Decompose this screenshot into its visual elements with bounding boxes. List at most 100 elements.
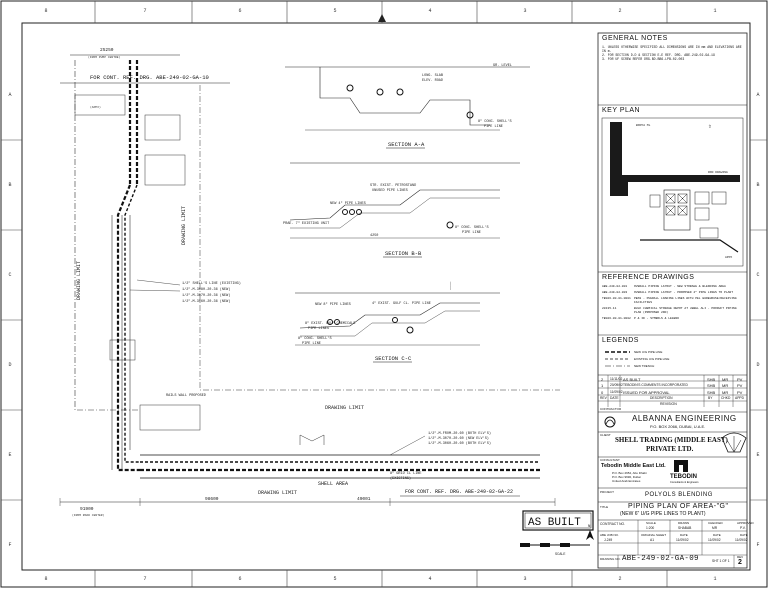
north-label: N: [588, 525, 591, 529]
plan-ref-bottom: FOR CONT. REF. DRG. ABE-249-02-GA-22: [405, 489, 513, 495]
general-note-line: 1. UNLESS OTHERWISE SPECIFIED ALL DIMENS…: [602, 45, 742, 53]
rev-cell: AS BUILT: [623, 377, 641, 382]
grid-col-top: 4: [428, 8, 431, 14]
sec-c-label: 8" EXIST. GULF CHEMICALS: [305, 321, 355, 326]
tebodin-logo-text: TEBODIN: [670, 474, 697, 480]
svg-text:────: ────: [450, 281, 454, 291]
rev-cell: 2: [601, 377, 604, 382]
grid-labels: 8 7 6 5 4 3 2 1 8 7 6 5 4 3 2 1 A B C D …: [8, 8, 759, 582]
plan-ref-top: FOR CONT. REF. DRG. ABE-249-02-GA-10: [90, 74, 209, 81]
grid-col-top: 6: [238, 8, 241, 14]
legend-lines: [605, 351, 630, 367]
sec-c-label: 8" CONC. SHELL'S: [298, 336, 332, 341]
grid-col-bottom: 5: [333, 576, 336, 582]
grid-col-top: 1: [713, 8, 716, 14]
rev-cell: PV: [737, 377, 743, 382]
scale-value: 1:200: [646, 526, 655, 530]
contractor-label: CONTRACTOR: [600, 407, 622, 411]
sec-c-label: 4" EXIST. GULF CL. PIPE LINE: [372, 301, 431, 306]
rev-cell: 0: [601, 390, 604, 395]
key-plan-drawing: BONYA ML ROD DRAWING APPX ⇧: [601, 117, 744, 267]
pipe-note: 1/2" SHELL'S LINE (EXISTING): [182, 281, 241, 286]
rev-cell: 1: [601, 383, 604, 388]
bottom-note: 1/2"-M-3060-20-60 (BOTH ELV'S): [428, 441, 491, 446]
sec-a-label: 8" CONC. SHELL'S: [478, 119, 512, 124]
general-note-line: 3. FOR UF SCREW REFER DRG.BD.BB6-LPB-02-…: [602, 57, 685, 61]
rev-cell: 11/09/02: [610, 390, 623, 394]
sec-c-label: PIPE LINES: [308, 327, 329, 331]
approved-value: P.V.: [740, 526, 746, 530]
rev-cell: 20/09/02: [610, 383, 623, 387]
pipe-note: 1/2"-M-3080-20-36 (NEW): [182, 287, 230, 292]
client-label: CLIENT: [600, 433, 611, 437]
rev-cell: ISSUED FOR APPROVAL: [623, 390, 670, 395]
grid-col-bottom: 4: [428, 576, 431, 582]
section-a-a: LONG. SLAB ELEV. ROAD 8" CONC. SHELL'S P…: [285, 64, 530, 149]
title-block-grid: [598, 520, 747, 568]
grid-col-top: 8: [44, 8, 47, 14]
reference-drawings-title: REFERENCE DRAWINGS: [602, 274, 695, 281]
rev-cell: SHB: [707, 390, 716, 395]
grid-col-bottom: 1: [713, 576, 716, 582]
grid-col-top: 5: [333, 8, 336, 14]
approved-label: APPROVED: [737, 521, 754, 525]
legend-item: NEW TRENCH: [634, 364, 655, 368]
key-plan-label: APPX: [725, 256, 732, 259]
rev-label: REV: [737, 555, 744, 559]
date-label: DATE: [740, 533, 748, 537]
plan-dim-top-sub: (FROM PUMP CENTRE): [88, 55, 121, 59]
legends-title: LEGENDS: [602, 337, 639, 344]
sec-a-label: PIPE LINE: [484, 125, 503, 129]
sec-a-label: GR. LEVEL: [493, 64, 512, 68]
key-plan-label: ROD DRAWING: [708, 171, 728, 174]
grid-row-right: E: [756, 452, 759, 458]
grid-row-left: F: [8, 542, 11, 548]
date-label: DATE: [713, 533, 721, 537]
drawn-value: SHABAB: [678, 526, 692, 530]
rev-cell: SHB: [707, 383, 716, 388]
drawing-no-label: DRAWING NO.: [600, 557, 621, 561]
bottom-note: 8" GRID CL LINE: [390, 471, 422, 476]
general-notes-title: GENERAL NOTES: [602, 35, 668, 42]
tebodin-logo-sub: Consultants & Engineers: [670, 481, 699, 484]
key-plan-north-icon: ⇧: [708, 123, 712, 130]
consultant-addr: P.O. Box 2652, Abu Dhabi: [612, 471, 647, 475]
abe-job-label: ABE JOB NO.: [600, 533, 619, 537]
grid-row-right: A: [756, 92, 759, 98]
date-value: 11/09/02: [735, 538, 748, 542]
abe-job-value: J-249: [604, 538, 613, 542]
albanna-logo-icon: [604, 416, 616, 428]
drawing-subtitle: (NEW 6" U/G PIPE LINES TO PLANT): [620, 511, 706, 517]
date-label: DATE: [680, 533, 688, 537]
bottom-note: (EXISTING): [390, 476, 411, 481]
grid-row-right: D: [756, 362, 759, 368]
date-value: 11/09/02: [708, 538, 721, 542]
grid-col-bottom: 3: [523, 576, 526, 582]
grid-col-bottom: 8: [44, 576, 47, 582]
rev-cell: MR: [722, 383, 729, 388]
rev-cell: PV: [737, 390, 743, 395]
bottom-note: 1/2"-M-3070-20-60 (NEW ELV'S): [428, 436, 489, 441]
project-name: POLYOLS BLENDING: [645, 492, 713, 498]
rev-header: DATE: [610, 396, 619, 400]
plan-approx: (APPX): [90, 105, 101, 109]
sec-a-label: LONG. SLAB: [422, 74, 443, 78]
plan-view: 25250 (FROM PUMP CENTRE) FOR CONT. REF. …: [59, 47, 560, 517]
consultant-name: Tebodin Middle East Ltd.: [601, 463, 666, 469]
sheet-size-label: ORIGINAL SHEET: [641, 533, 667, 537]
plan-dim-top: 25250: [100, 47, 114, 53]
contract-no-label: CONTRACT NO.: [600, 522, 626, 526]
revision-grid: [598, 375, 747, 407]
drawn-label: DRAWN: [678, 521, 690, 525]
consultant-addr: P.O. Box 9690, Dubai: [612, 475, 641, 479]
tebodin-logo-icon: [674, 460, 688, 473]
scale-bar-label: SCALE: [555, 553, 566, 557]
section-c-title: SECTION C-C: [375, 355, 412, 362]
inner-border: [21, 22, 751, 571]
grid-row-right: C: [756, 272, 759, 278]
